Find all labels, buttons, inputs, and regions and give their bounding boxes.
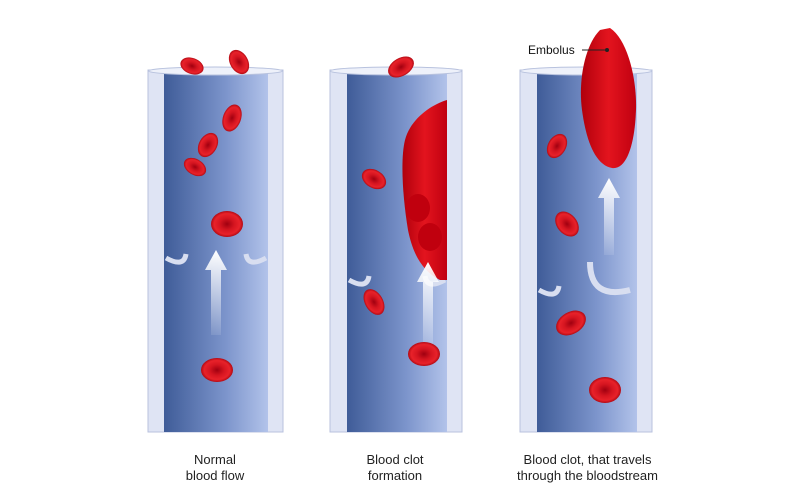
valve-left [347, 275, 372, 287]
embolus-clot [580, 28, 637, 169]
red-blood-cell [183, 157, 207, 177]
label-line: Blood clot [366, 452, 424, 467]
red-blood-cell [228, 49, 250, 75]
label-line: blood flow [185, 468, 245, 483]
red-blood-cell [408, 342, 440, 366]
red-blood-cell [406, 194, 430, 222]
flow-arrow-icon [598, 178, 620, 255]
red-blood-cell [589, 377, 621, 403]
vessel-embolus [519, 28, 653, 433]
red-blood-cell [211, 211, 243, 237]
label-line: formation [367, 468, 423, 483]
valve-right [243, 253, 268, 265]
red-blood-cell [197, 132, 219, 158]
label-line: through the bloodstream [517, 468, 658, 483]
red-blood-cell [388, 56, 414, 78]
embolus-label: Embolus [528, 43, 575, 57]
red-blood-cell [180, 57, 204, 75]
flow-arrow-icon [205, 250, 227, 335]
red-blood-cell [363, 289, 385, 315]
red-blood-cell [556, 310, 586, 336]
panel-label-normal: Normal blood flow [140, 452, 290, 484]
flow-arrow-icon [417, 262, 439, 350]
valve-left [164, 253, 189, 265]
red-blood-cell [222, 104, 242, 132]
red-blood-cells [180, 49, 621, 403]
red-blood-cell [546, 133, 568, 159]
label-line: Normal [194, 452, 236, 467]
panel-label-embolus: Blood clot, that travels through the blo… [495, 452, 680, 484]
valve-right [587, 261, 631, 296]
valve-left [537, 285, 562, 297]
red-blood-cell [555, 211, 579, 237]
panel-label-clot-formation: Blood clot formation [320, 452, 470, 484]
red-blood-cell [201, 358, 233, 382]
red-blood-cell [361, 168, 387, 190]
red-blood-cell [418, 223, 442, 251]
label-line: Blood clot, that travels [523, 452, 652, 467]
vessel-clot-formation [329, 66, 463, 433]
